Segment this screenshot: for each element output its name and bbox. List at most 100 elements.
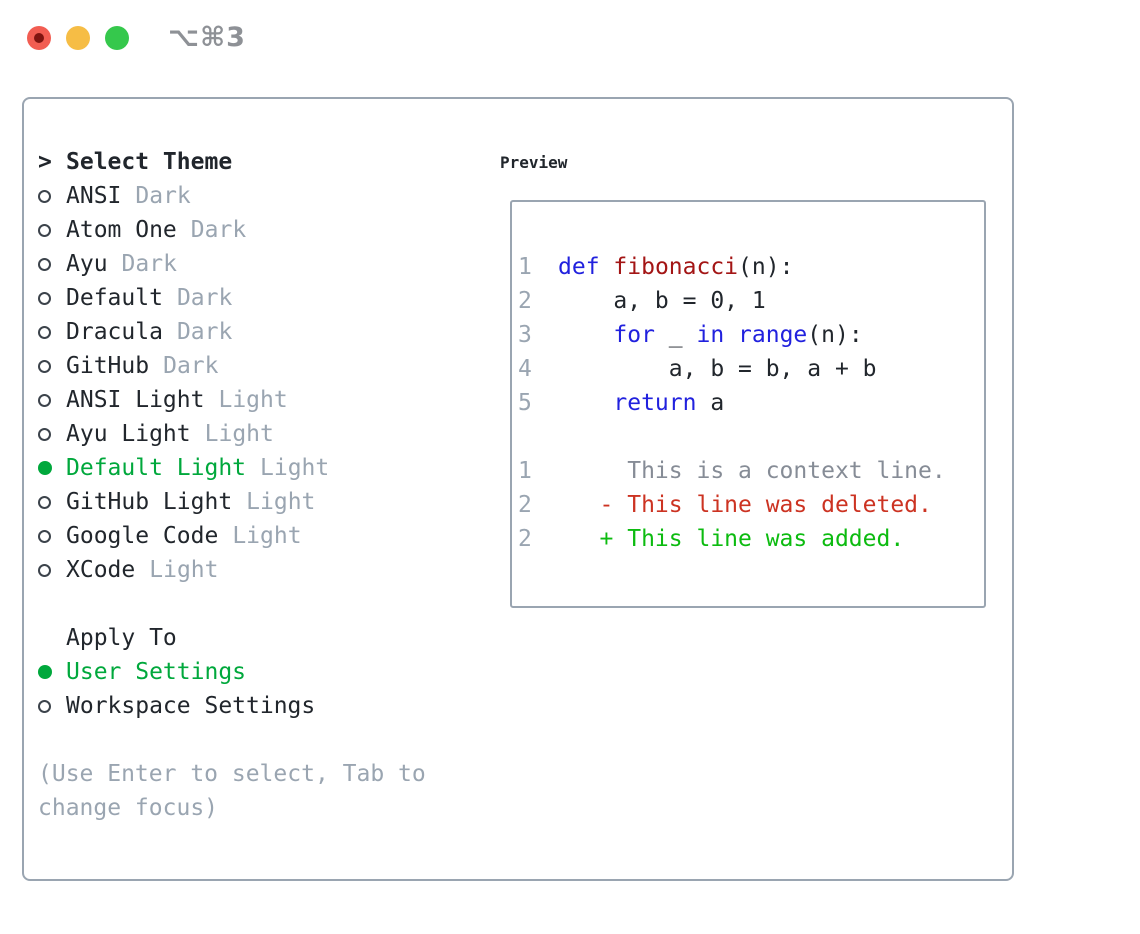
theme-variant-tag: Dark xyxy=(121,251,177,277)
theme-variant-tag: Light xyxy=(246,489,316,515)
radio-icon xyxy=(38,495,66,509)
theme-option[interactable]: ANSI Dark xyxy=(38,179,490,213)
line-number: 1 xyxy=(518,458,532,484)
radio-icon xyxy=(38,359,66,373)
theme-name: Google Code xyxy=(66,523,219,549)
radio-icon xyxy=(38,427,66,441)
theme-name: GitHub Light xyxy=(66,489,233,515)
diff-line: 1 This is a context line. xyxy=(518,454,980,488)
theme-option[interactable]: Default Dark xyxy=(38,281,490,315)
theme-name: ANSI Light xyxy=(66,387,205,413)
select-theme-header: > Select Theme xyxy=(38,145,490,179)
diff-line: 2 - This line was deleted. xyxy=(518,488,980,522)
spacer xyxy=(38,587,490,621)
radio-icon xyxy=(38,393,66,407)
theme-option[interactable]: ANSI Light Light xyxy=(38,383,490,417)
radio-icon xyxy=(38,223,66,237)
theme-option[interactable]: GitHub Light Light xyxy=(38,485,490,519)
code-token: a, b = 0, 1 xyxy=(558,288,766,314)
theme-name: Ayu Light xyxy=(66,421,191,447)
apply-to-label: User Settings xyxy=(66,659,247,685)
radio-icon xyxy=(38,189,66,203)
code-line: 4 a, b = b, a + b xyxy=(518,352,980,386)
theme-option[interactable]: Dracula Dark xyxy=(38,315,490,349)
theme-variant-tag: Light xyxy=(204,421,274,447)
radio-icon xyxy=(38,563,66,577)
code-line: 1 def fibonacci(n): xyxy=(518,250,980,284)
cursor-chevron-icon: > xyxy=(38,149,52,175)
theme-name: XCode xyxy=(66,557,136,583)
theme-variant-tag: Dark xyxy=(176,285,233,311)
code-token: a, b = b, a + b xyxy=(558,356,877,382)
theme-name: ANSI xyxy=(66,183,122,209)
theme-name: Dracula xyxy=(66,319,163,345)
radio-icon xyxy=(38,257,66,271)
radio-icon xyxy=(38,325,66,339)
theme-option[interactable]: GitHub Dark xyxy=(38,349,490,383)
theme-option[interactable]: Ayu Dark xyxy=(38,247,490,281)
theme-variant-tag: Light xyxy=(218,387,288,413)
close-button[interactable] xyxy=(27,26,51,50)
code-line: 5 return a xyxy=(518,386,980,420)
code-token xyxy=(558,322,613,348)
minimize-button[interactable] xyxy=(66,26,90,50)
diff-text: - This line was deleted. xyxy=(558,492,932,518)
code-token: def xyxy=(558,254,600,280)
theme-option[interactable]: Ayu Light Light xyxy=(38,417,490,451)
preview-title: Preview xyxy=(500,152,568,172)
apply-to-option[interactable]: User Settings xyxy=(38,655,490,689)
theme-name: GitHub xyxy=(66,353,150,379)
spacer xyxy=(518,420,980,454)
apply-to-title: Apply To xyxy=(66,625,177,651)
code-token xyxy=(724,322,738,348)
code-token: fibonacci xyxy=(613,254,739,280)
theme-variant-tag: Light xyxy=(149,557,219,583)
theme-variant-tag: Dark xyxy=(163,353,219,379)
radio-selected-icon xyxy=(38,665,66,679)
theme-variant-tag: Light xyxy=(260,455,330,481)
theme-option[interactable]: Default Light Light xyxy=(38,451,490,485)
code-line: 2 a, b = 0, 1 xyxy=(518,284,980,318)
usage-hint: (Use Enter to select, Tab to change focu… xyxy=(38,761,426,821)
diff-text: This is a context line. xyxy=(558,458,946,484)
line-number: 4 xyxy=(518,356,532,382)
theme-name: Ayu xyxy=(66,251,108,277)
theme-variant-tag: Dark xyxy=(135,183,191,209)
apply-to-option[interactable]: Workspace Settings xyxy=(38,689,490,723)
theme-option[interactable]: XCode Light xyxy=(38,553,490,587)
apply-to-label: Workspace Settings xyxy=(66,693,316,719)
theme-name: Default xyxy=(66,285,163,311)
code-token: in xyxy=(696,322,725,348)
code-token: (n): xyxy=(738,254,794,280)
radio-icon xyxy=(38,291,66,305)
theme-variant-tag: Dark xyxy=(176,319,233,345)
code-line: 3 for _ in range(n): xyxy=(518,318,980,352)
code-token: for xyxy=(613,322,655,348)
diff-preview: 1 This is a context line.2 - This line w… xyxy=(518,454,980,556)
code-token: a xyxy=(696,390,725,416)
code-token xyxy=(600,254,614,280)
line-number: 5 xyxy=(518,390,532,416)
code-token xyxy=(558,390,613,416)
line-number: 1 xyxy=(518,254,532,280)
theme-option[interactable]: Atom One Dark xyxy=(38,213,490,247)
radio-icon xyxy=(38,529,66,543)
zoom-button[interactable] xyxy=(105,26,129,50)
code-token: (n): xyxy=(807,322,863,348)
theme-name: Atom One xyxy=(66,217,177,243)
select-theme-title: Select Theme xyxy=(66,149,233,175)
code-token: range xyxy=(738,322,808,348)
radio-icon xyxy=(38,699,66,713)
code-token: _ xyxy=(654,322,697,348)
theme-variant-tag: Dark xyxy=(190,217,247,243)
theme-name: Default Light xyxy=(66,455,247,481)
